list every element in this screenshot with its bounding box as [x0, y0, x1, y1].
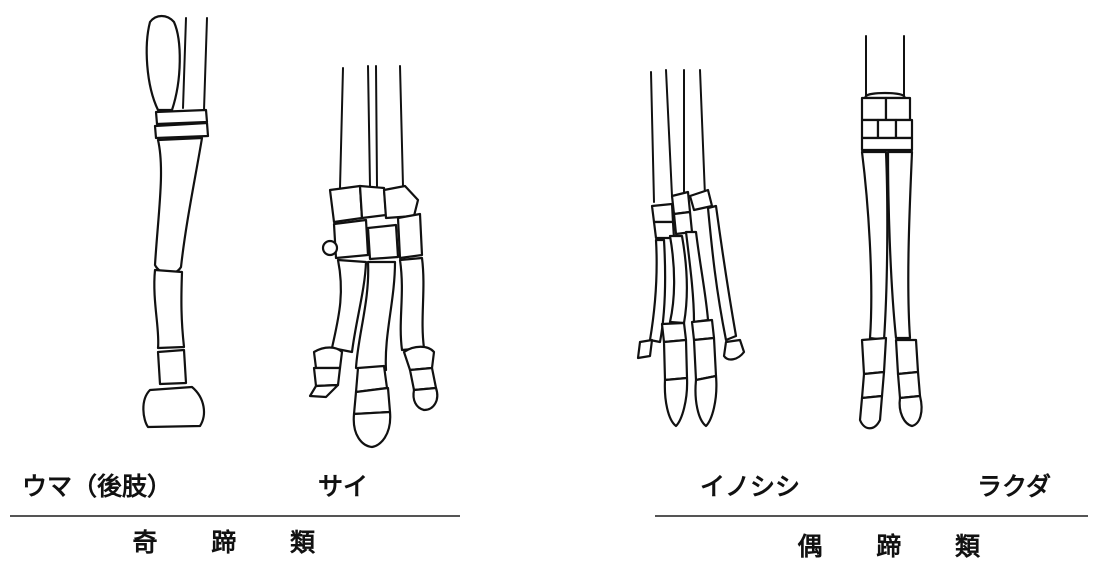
label-boar: イノシシ — [700, 472, 800, 502]
label-horse: ウマ（後肢） — [22, 472, 172, 502]
odd-toed-divider — [10, 515, 460, 517]
rhino-forelimb-skeleton — [310, 66, 437, 447]
label-camel: ラクダ — [977, 472, 1051, 502]
horse-hindlimb-skeleton — [143, 16, 208, 427]
camel-forelimb-skeleton — [860, 36, 922, 428]
group-odd-toed: 奇 蹄 類 — [110, 528, 360, 558]
even-toed-divider — [655, 515, 1088, 517]
boar-forelimb-skeleton — [638, 70, 744, 426]
label-rhino: サイ — [318, 472, 368, 502]
group-even-toed: 偶 蹄 類 — [790, 532, 1010, 562]
